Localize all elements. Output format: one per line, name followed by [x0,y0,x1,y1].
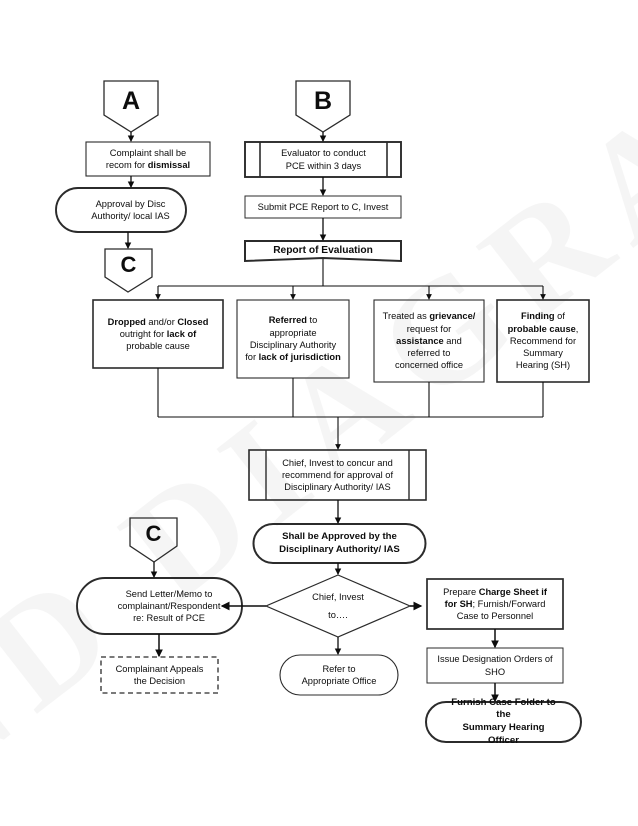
finding-probable-cause-text: Finding of probable cause, Recommend for… [507,311,579,371]
report-of-evaluation-shape [244,240,402,263]
connector-c2-label: C [145,520,162,546]
approval-disc-authority-box [55,187,187,233]
complainant-appeals-text: Complainant Appeals the Decision [115,663,204,686]
connector-b-shape [295,80,351,133]
report-of-evaluation-text: Report of Evaluation [273,244,373,256]
furnish-case-folder-text: Furnish Case Folder to the Summary Heari… [451,696,556,746]
connector-a-shape [103,80,159,133]
evaluator-pce-text: Evaluator to conduct PCE within 3 days [260,142,387,177]
connector-c1-shape [104,248,153,293]
grievance-assistance-text: Treated as grievance/ request for assist… [382,311,476,371]
shall-be-approved-shape [252,523,427,564]
evaluator-line1: Evaluator to conduct [281,148,366,159]
refer-appropriate-office-text: Refer to Appropriate Office [301,663,377,686]
send-letter-box [76,577,243,635]
approval-line1: Approval by Disc [95,198,166,209]
connector-b-label: B [313,86,333,115]
furnish-case-folder-shape [425,701,582,743]
referred-jurisdiction-text: Referred to appropriate Disciplinary Aut… [245,315,341,363]
dropped-closed-text: Dropped and/or Closed outright for lack … [107,316,209,352]
evaluator-line2: PCE within 3 days [285,160,362,171]
complaint-dismissal-text: Complaint shall be recom for dismissal [86,142,210,176]
submit-pce-report-text: Submit PCE Report to C, Invest [257,201,389,212]
issue-designation-orders-text: Issue Designation Orders of SHO [437,654,553,677]
connector-c2-shape [129,517,178,563]
connector-c1-label: C [120,251,137,277]
prepare-charge-sheet-text: Prepare Charge Sheet if for SH; Furnish/… [443,586,547,622]
approval-line2: Authority/ local IAS [91,211,170,221]
chief-concur-text: Chief, Invest to concur and recommend fo… [281,457,394,493]
complaint-dismissal-line1: Complaint shall be [109,147,187,158]
decision-diamond-text: Chief, Invest to…. [312,592,364,620]
approval-disc-authority-text: Approval by Disc Authority/ local IAS [78,188,183,232]
refer-appropriate-office-shape [279,654,399,696]
complaint-dismissal-box [85,141,211,177]
complaint-dismissal-line2: recom for dismissal [105,160,191,170]
shall-be-approved-text: Shall be Approved by the Disciplinary Au… [279,530,400,555]
send-letter-text: Send Letter/Memo to complainant/Responde… [117,588,221,624]
connector-a-label: A [121,86,141,115]
